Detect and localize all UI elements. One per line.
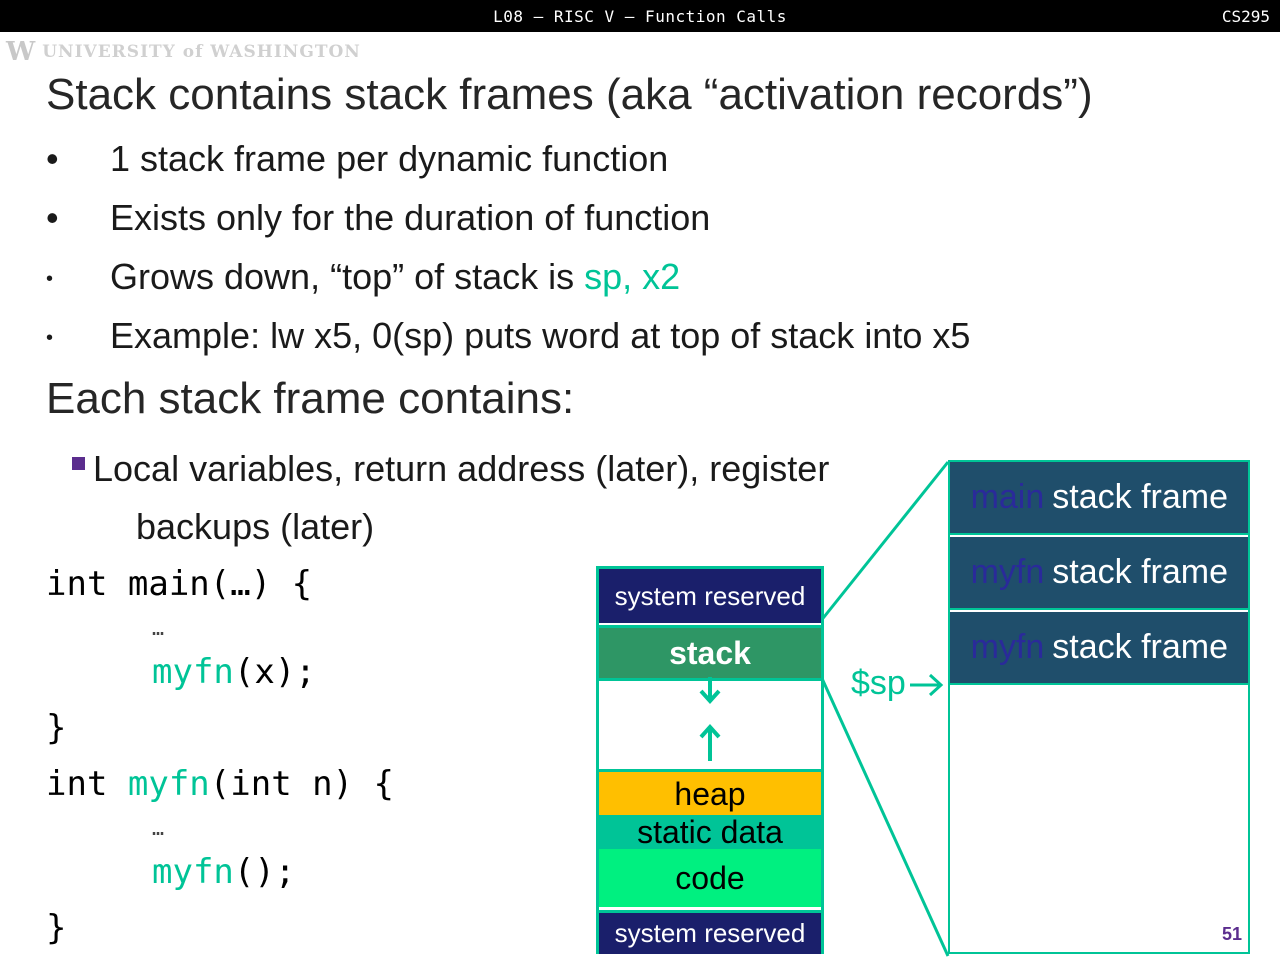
course-code: CS295 (1221, 7, 1270, 26)
lecture-title: L08 – RISC V – Function Calls (493, 7, 787, 26)
growth-arrows (699, 677, 721, 761)
arrow-down-icon (699, 677, 721, 704)
sp-text: $sp (851, 664, 906, 702)
code-ellipsis: … (152, 816, 165, 840)
system-reserved-bottom: system reserved (599, 910, 821, 954)
frame-function-name: myfn (970, 553, 1045, 591)
arrow-up-icon (699, 724, 721, 761)
stack-pointer-label: $sp (851, 664, 944, 703)
square-bullet-icon (72, 456, 85, 470)
code-args: (int n) { (209, 764, 395, 804)
university-name: UNIVERSITY of WASHINGTON (42, 42, 361, 62)
bullet-marker: • (46, 268, 54, 290)
bullet-text: 1 stack frame per dynamic function (110, 138, 669, 179)
memory-layout-diagram: system reserved stack heap static data c… (596, 566, 824, 954)
connector-top-line (818, 461, 950, 623)
bullet-text-main: Grows down, “top” of stack is (110, 256, 585, 297)
uw-w-icon: W (6, 37, 37, 67)
code-line: myfn(); (152, 852, 295, 892)
sub-bullet: Local variables, return address (later),… (72, 440, 829, 556)
bullet-marker: • (46, 197, 59, 238)
bullet-marker: • (46, 138, 59, 179)
sub-bullet-line1: Local variables, return address (later),… (93, 448, 830, 489)
frame-label: stack frame (1052, 478, 1228, 516)
code-line: int myfn(int n) { (46, 764, 394, 804)
bullet-text: Grows down, “top” of stack is sp, x2 (110, 256, 680, 298)
slide-title: Stack contains stack frames (aka “activa… (46, 70, 1093, 119)
sp-register-highlight: sp, x2 (584, 256, 681, 297)
frame-function-name: myfn (970, 628, 1045, 666)
code-line: myfn(x); (152, 652, 316, 692)
code-keyword: int (46, 764, 128, 804)
connector-bottom-line (818, 673, 950, 957)
university-logo: W UNIVERSITY of WASHINGTON (6, 37, 361, 67)
static-data-segment: static data (599, 814, 821, 850)
code-line: int main(…) { (46, 564, 313, 604)
code-args: (x); (233, 652, 316, 692)
section-heading: Each stack frame contains: (46, 374, 575, 423)
code-args: (); (233, 852, 296, 892)
bullet-text: Example: lw x5, 0(sp) puts word at top o… (110, 315, 971, 356)
frame-label: stack frame (1052, 628, 1228, 666)
heap-segment: heap (599, 769, 821, 816)
code-segment: code (599, 849, 821, 907)
code-line: } (46, 908, 67, 948)
header-bar: L08 – RISC V – Function Calls CS295 (0, 0, 1280, 32)
bullet-text: Exists only for the duration of function (110, 197, 711, 238)
arrow-right-icon (909, 673, 944, 697)
code-line: } (46, 708, 67, 748)
bullet-marker: • (46, 327, 54, 349)
frame-label: stack frame (1052, 553, 1228, 591)
function-name: myfn (152, 652, 234, 692)
stack-segment: stack (599, 625, 821, 681)
page-number: 51 (1222, 924, 1243, 944)
code-ellipsis: … (152, 616, 165, 640)
sub-bullet-line2: backups (later) (136, 506, 375, 547)
function-name: myfn (152, 852, 234, 892)
frame-function-name: main (970, 478, 1045, 516)
system-reserved-top: system reserved (599, 569, 821, 623)
function-name: myfn (127, 764, 210, 804)
